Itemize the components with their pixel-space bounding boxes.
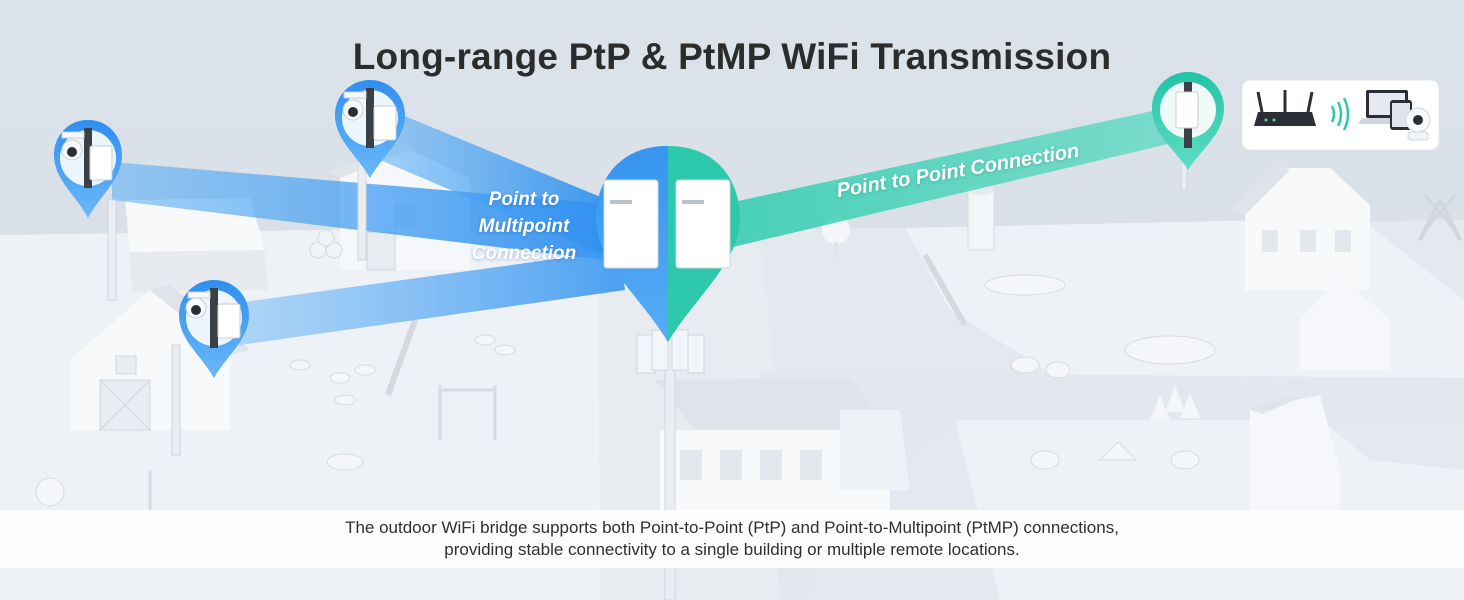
ptmp-node-pin-3	[179, 280, 249, 378]
security-camera-icon	[1405, 107, 1431, 141]
ptp-node-pin	[1152, 72, 1224, 170]
outdoor-bridge-icon	[373, 105, 397, 141]
ip-camera-icon	[185, 291, 211, 319]
farmhouse-center	[655, 378, 910, 510]
street-lamps	[148, 385, 497, 510]
wifi-signal-icon	[1330, 97, 1350, 131]
description-caption: The outdoor WiFi bridge supports both Po…	[0, 510, 1464, 568]
farmhouse-right	[967, 165, 1462, 510]
ptp-beam	[720, 105, 1185, 250]
outdoor-bridge-icon	[217, 303, 241, 339]
client-devices-panel	[1241, 79, 1440, 151]
outdoor-bridge-icon	[1175, 91, 1199, 129]
page-title: Long-range PtP & PtMP WiFi Transmission	[352, 36, 1112, 77]
ptmp-node-pin-2	[335, 80, 405, 178]
point-to-multipoint-label: Point to Multipoint Connection	[444, 186, 604, 267]
ptmp-label-line-2: Multipoint	[478, 216, 570, 237]
outdoor-bridge-icon	[603, 179, 659, 269]
outdoor-bridge-icon	[675, 179, 731, 269]
ptmp-label-line-1: Point to	[488, 189, 560, 210]
outdoor-bridge-icon	[89, 145, 113, 181]
ip-camera-icon	[342, 91, 367, 121]
caption-line-1: The outdoor WiFi bridge supports both Po…	[345, 518, 1119, 537]
livestock	[35, 274, 1216, 507]
caption-line-2: providing stable connectivity to a singl…	[444, 540, 1020, 559]
wifi-router-icon	[1254, 90, 1316, 126]
ptmp-label-line-3: Connection	[471, 243, 577, 264]
ip-camera-icon	[61, 131, 85, 161]
cell-tower-icon	[636, 329, 705, 600]
ptmp-node-pin-1	[54, 120, 122, 218]
poles	[107, 149, 1188, 456]
